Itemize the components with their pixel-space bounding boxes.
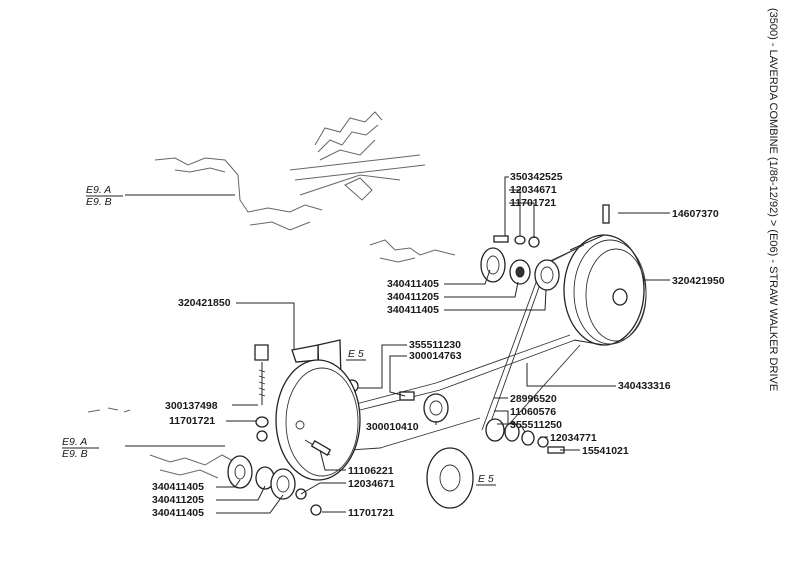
- diagram-title: (3500) - LAVERDA COMBINE (1/86-12/92) > …: [767, 8, 779, 391]
- part-label[interactable]: 340411405: [152, 507, 204, 519]
- ref-e5-lower: E 5: [478, 473, 494, 485]
- part-label[interactable]: 15541021: [582, 445, 629, 457]
- part-label[interactable]: 355511230: [409, 339, 461, 351]
- part-label[interactable]: 340411205: [387, 291, 439, 303]
- part-label[interactable]: 11701721: [169, 415, 215, 427]
- part-label[interactable]: 300137498: [165, 400, 218, 412]
- part-label[interactable]: 11701721: [348, 507, 394, 519]
- part-label[interactable]: 12034671: [348, 478, 395, 490]
- upper-bearing-assembly: [480, 204, 610, 291]
- part-label[interactable]: 12034771: [550, 432, 597, 444]
- part-label[interactable]: 14607370: [672, 208, 719, 220]
- context-machinery: [87, 111, 456, 479]
- part-label[interactable]: 355511250: [510, 419, 562, 431]
- part-label[interactable]: 340411405: [387, 304, 439, 316]
- part-label[interactable]: 350342525: [510, 171, 563, 183]
- part-label[interactable]: 320421950: [672, 275, 725, 287]
- part-label[interactable]: 11060576: [510, 406, 556, 418]
- lower-right-small-parts: [426, 418, 565, 509]
- lower-left-small-parts: [227, 416, 322, 516]
- part-label[interactable]: 11701721: [510, 197, 556, 209]
- part-label[interactable]: 12034671: [510, 184, 557, 196]
- ref-e9b-bottom: E9. B: [62, 448, 88, 460]
- part-label[interactable]: 340411405: [152, 481, 204, 493]
- leader-lines: [125, 176, 670, 514]
- part-label[interactable]: 340411205: [152, 494, 204, 506]
- part-label[interactable]: 340433316: [618, 380, 671, 392]
- large-wheel-assembly: [275, 359, 361, 481]
- part-label[interactable]: 300014763: [409, 350, 462, 362]
- ref-e9b-top: E9. B: [86, 196, 112, 208]
- ref-e9a-top: E9. A: [86, 184, 111, 196]
- part-label[interactable]: 340411405: [387, 278, 439, 290]
- ref-e9a-bottom: E9. A: [62, 436, 87, 448]
- part-number-labels: 350342525 12034671 11701721 14607370 340…: [152, 171, 725, 519]
- large-pulley-320421950: [563, 234, 647, 346]
- ref-e5-upper: E 5: [348, 348, 364, 360]
- part-label[interactable]: 320421850: [178, 297, 231, 309]
- part-label[interactable]: 11106221: [348, 465, 394, 477]
- tensioner-pulley-300010410: [399, 391, 449, 423]
- reference-labels: E9. A E9. B E 5 E 5 E9. A E9. B: [62, 184, 496, 486]
- part-label[interactable]: 28996520: [510, 393, 557, 405]
- part-label[interactable]: 300010410: [366, 421, 419, 433]
